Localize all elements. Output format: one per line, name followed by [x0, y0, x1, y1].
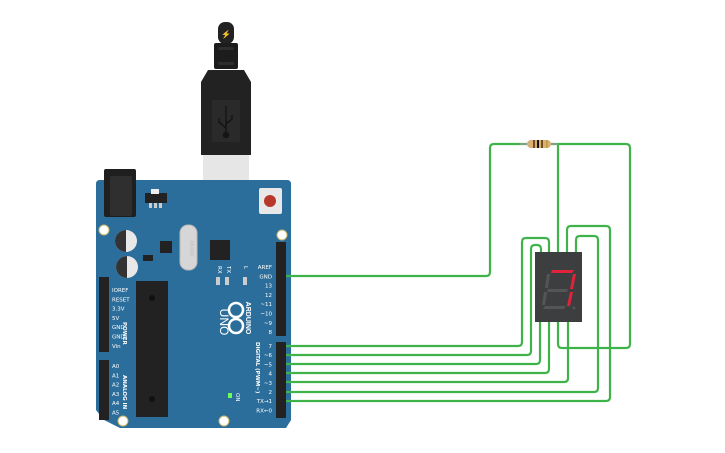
wire-pin-1 — [286, 224, 612, 403]
atmega-chip — [136, 281, 168, 417]
wire-pin-3 — [286, 322, 570, 384]
analog-header[interactable] — [99, 360, 109, 420]
pin-label: RX←0 — [256, 408, 272, 414]
segment-g — [547, 289, 568, 292]
wire-pin-2 — [286, 234, 600, 394]
pin-label: 5V — [112, 316, 119, 322]
pin-label: 7 — [269, 344, 273, 350]
pin-label: A1 — [112, 373, 119, 379]
pin-label: RESET — [112, 297, 130, 303]
pin-label: A2 — [112, 383, 119, 389]
segment-c — [567, 292, 573, 306]
pin-label: 4 — [269, 372, 273, 378]
arduino-logo: ARDUINO UNO — [217, 302, 251, 336]
arduino-uno-board[interactable]: 16.000 RX TX L ARDUINO UNO ON IOREF RESET… — [96, 169, 291, 428]
wire-resistor-common — [551, 142, 632, 350]
segment-f — [545, 274, 550, 288]
pin-label: IOREF — [112, 288, 128, 294]
resistor[interactable] — [520, 140, 558, 148]
pin-label: 3.3V — [112, 307, 125, 313]
usb-icon — [218, 106, 233, 139]
wire-pin-7 — [286, 236, 551, 348]
wire-pin-6 — [286, 243, 543, 357]
wires[interactable] — [286, 142, 632, 403]
segment-b — [570, 274, 576, 289]
uno-label: UNO — [217, 309, 231, 336]
rx-label: RX — [216, 266, 222, 274]
l-label: L — [242, 266, 248, 270]
usb-cable[interactable]: ⚡ — [201, 22, 251, 185]
pin-label: ~11 — [260, 302, 272, 308]
segment-d — [543, 306, 566, 309]
segment-a — [551, 270, 574, 273]
pin-label: A5 — [112, 411, 120, 417]
pin-label: GND — [112, 335, 125, 341]
on-led — [228, 393, 232, 398]
pin-label: GND — [112, 325, 125, 331]
pin-label: 8 — [269, 330, 273, 336]
seven-segment-display[interactable] — [535, 252, 582, 322]
lightning-icon: ⚡ — [221, 29, 231, 39]
segment-e — [542, 292, 547, 305]
decimal-point — [572, 306, 576, 310]
pin-label: Vin — [112, 344, 121, 350]
analog-section-label: ANALOG IN — [121, 375, 127, 410]
pin-label: ~3 — [264, 381, 273, 387]
digital-header-top[interactable] — [276, 242, 286, 336]
pin-label: A4 — [112, 401, 120, 407]
wire-pin-4 — [286, 322, 551, 375]
digital-header-bottom[interactable] — [276, 342, 286, 418]
tx-label: TX — [225, 265, 231, 273]
on-label: ON — [234, 393, 240, 401]
pin-label: AREF — [258, 265, 272, 271]
crystal-label: 16.000 — [188, 240, 194, 256]
pin-label: A0 — [112, 364, 120, 370]
power-section-label: POWER — [121, 322, 127, 346]
pin-label: 13 — [265, 284, 272, 290]
pin-label: A3 — [112, 392, 120, 398]
pin-label: ~5 — [264, 362, 273, 368]
pin-label: ~10 — [260, 312, 272, 318]
digital-section-label: DIGITAL (PWM~) — [254, 342, 260, 394]
pin-label: 2 — [269, 390, 273, 396]
pin-label: GND — [259, 274, 272, 280]
pin-label: ~9 — [264, 321, 273, 327]
pin-label: TX→1 — [256, 399, 272, 405]
wire-gnd — [286, 142, 527, 278]
svg-text:ARDUINO: ARDUINO — [244, 302, 251, 335]
pin-label: ~6 — [264, 353, 273, 359]
wire-pin-5 — [286, 322, 542, 366]
power-header[interactable] — [99, 277, 109, 352]
pin-label: 12 — [265, 293, 272, 299]
